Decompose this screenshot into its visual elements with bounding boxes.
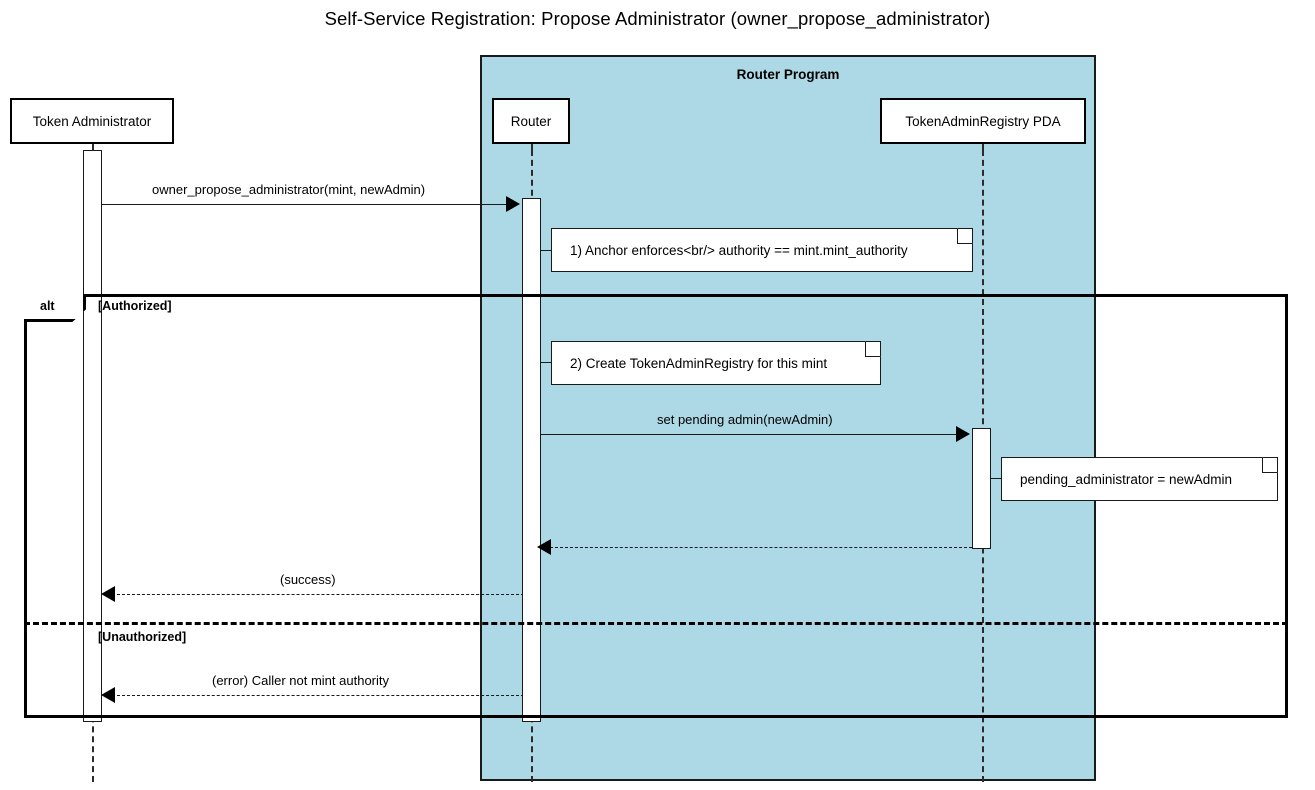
activation-router (522, 198, 541, 722)
message-label-set-pending-admin: set pending admin(newAdmin) (657, 412, 833, 427)
activation-token-administrator (83, 150, 102, 722)
note-connector-create-registry (541, 362, 553, 363)
note-text-create-registry: 2) Create TokenAdminRegistry for this mi… (570, 355, 828, 371)
participant-label-token-administrator: Token Administrator (32, 113, 152, 129)
message-line-error-return (112, 695, 524, 696)
lifeline-stub-router (531, 143, 533, 155)
participant-token-administrator[interactable]: Token Administrator (10, 98, 174, 144)
alt-fragment-guard-unauthorized: [Unauthorized] (98, 630, 187, 644)
activation-tokenadminregistry-pda (972, 428, 991, 549)
note-create-registry: 2) Create TokenAdminRegistry for this mi… (551, 341, 881, 385)
note-anchor-enforces: 1) Anchor enforces<br/> authority == min… (551, 228, 973, 272)
group-box-router-program: Router Program (480, 55, 1096, 781)
alt-fragment-operator-label: alt (40, 299, 55, 313)
alt-fragment-guard-authorized: [Authorized] (98, 299, 172, 313)
participant-router[interactable]: Router (492, 98, 570, 144)
lifeline-stub-tokenadminregistry-pda (982, 143, 984, 155)
message-arrowhead-success-return (101, 586, 115, 602)
message-line-pda-return (550, 547, 972, 548)
message-line-set-pending-admin (541, 434, 956, 435)
message-arrowhead-error-return (101, 687, 115, 703)
page-title: Self-Service Registration: Propose Admin… (324, 8, 991, 29)
group-title-router-program: Router Program (736, 67, 840, 82)
note-fold-icon (1262, 457, 1278, 473)
note-text-pending-administrator: pending_administrator = newAdmin (1020, 471, 1232, 487)
participant-label-tokenadminregistry-pda: TokenAdminRegistry PDA (905, 113, 1061, 129)
note-connector-pending-administrator (991, 478, 1003, 479)
message-line-owner-propose-administrator (102, 204, 506, 205)
lifeline-stub-token-administrator (92, 143, 94, 155)
message-arrowhead-pda-return (537, 539, 551, 555)
message-label-error-return: (error) Caller not mint authority (212, 673, 389, 688)
participant-tokenadminregistry-pda[interactable]: TokenAdminRegistry PDA (880, 98, 1086, 144)
participant-label-router: Router (510, 113, 552, 129)
message-arrowhead-set-pending-admin (956, 426, 970, 442)
alt-fragment-label-box (24, 294, 86, 322)
message-label-owner-propose-administrator: owner_propose_administrator(mint, newAdm… (152, 182, 426, 197)
message-arrowhead-owner-propose-administrator (506, 196, 520, 212)
note-fold-icon (957, 228, 973, 244)
note-connector-anchor-enforces (541, 250, 553, 251)
message-line-success-return (112, 594, 524, 595)
note-pending-administrator: pending_administrator = newAdmin (1001, 457, 1278, 501)
note-text-anchor-enforces: 1) Anchor enforces<br/> authority == min… (570, 242, 908, 258)
alt-fragment-divider (24, 622, 1288, 625)
note-fold-icon (865, 341, 881, 357)
message-label-success-return: (success) (280, 572, 336, 587)
